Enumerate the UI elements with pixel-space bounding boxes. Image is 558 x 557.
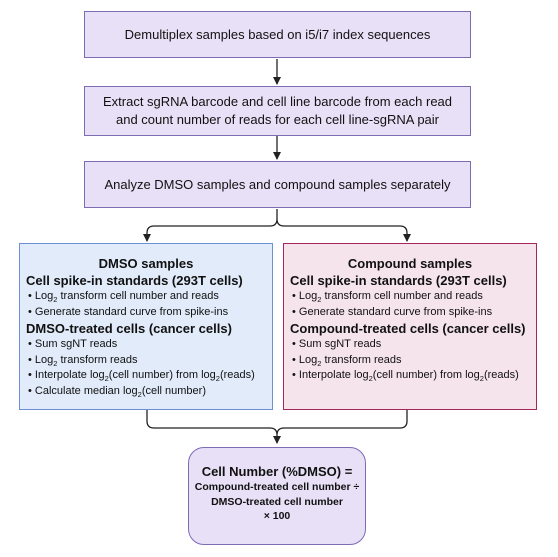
result-line-1: Compound-treated cell number ÷ bbox=[194, 481, 360, 493]
result-line-2: DMSO-treated cell number bbox=[211, 495, 343, 508]
subscript: 2 bbox=[53, 358, 58, 368]
bullet-item: • Log2 transform cell number and reads bbox=[290, 289, 530, 305]
compound-spike-in-list: • Log2 transform cell number and reads• … bbox=[290, 289, 530, 320]
bullet-item: • Interpolate log2(cell number) from log… bbox=[290, 368, 530, 384]
subscript: 2 bbox=[368, 374, 373, 384]
result-title: Cell Number (%DMSO) = bbox=[201, 464, 353, 479]
dmso-panel-title: DMSO samples bbox=[98, 256, 194, 271]
dmso-treated-heading: DMSO-treated cells (cancer cells) bbox=[26, 321, 232, 337]
bullet-text: (cell number) bbox=[141, 384, 206, 397]
dmso-spike-in-heading: Cell spike-in standards (293T cells) bbox=[26, 273, 243, 288]
subscript: 2 bbox=[53, 295, 58, 305]
step-demultiplex: Demultiplex samples based on i5/i7 index… bbox=[84, 11, 471, 58]
bullet-text: transform reads bbox=[321, 353, 402, 366]
step-extract-line1: Extract sgRNA barcode and cell line barc… bbox=[102, 94, 453, 109]
compound-samples-panel: Compound samples Cell spike-in standards… bbox=[283, 243, 537, 410]
dmso-samples-panel: DMSO samples Cell spike-in standards (29… bbox=[19, 243, 273, 410]
bullet-item: • Sum sgNT reads bbox=[290, 337, 530, 353]
bullet-text: (reads) bbox=[483, 369, 519, 382]
bullet-text: • Interpolate log bbox=[28, 369, 105, 382]
compound-panel-title: Compound samples bbox=[347, 256, 473, 271]
step-extract-barcodes: Extract sgRNA barcode and cell line barc… bbox=[84, 86, 471, 136]
bullet-text: transform reads bbox=[57, 353, 138, 366]
dmso-spike-in-list: • Log2 transform cell number and reads• … bbox=[26, 289, 266, 320]
bullet-text: • Sum sgNT reads bbox=[28, 338, 118, 351]
bullet-item: • Log2 transform cell number and reads bbox=[26, 289, 266, 305]
subscript: 2 bbox=[215, 374, 220, 384]
compound-spike-in-heading: Cell spike-in standards (293T cells) bbox=[290, 273, 507, 288]
bullet-text: (reads) bbox=[219, 369, 255, 382]
bullet-item: • Log2 transform reads bbox=[26, 353, 266, 369]
bullet-item: • Interpolate log2(cell number) from log… bbox=[26, 368, 266, 384]
bullet-text: • Log bbox=[292, 290, 318, 302]
bullet-text: • Sum sgNT reads bbox=[292, 338, 382, 351]
bullet-text: (cell number) from log bbox=[108, 369, 216, 382]
subscript: 2 bbox=[317, 358, 322, 368]
step-analyze-separately: Analyze DMSO samples and compound sample… bbox=[84, 161, 471, 208]
subscript: 2 bbox=[104, 374, 109, 384]
bullet-text: • Generate standard curve from spike-ins bbox=[28, 305, 229, 318]
merge-connector bbox=[146, 410, 408, 443]
compound-treated-list: • Sum sgNT reads• Log2 transform reads• … bbox=[290, 337, 530, 384]
bullet-text: transform cell number and reads bbox=[57, 290, 219, 302]
bullet-text: • Log bbox=[28, 290, 54, 302]
bullet-item: • Sum sgNT reads bbox=[26, 337, 266, 353]
cell-number-result-box: Cell Number (%DMSO) = Compound-treated c… bbox=[188, 447, 366, 545]
bullet-item: • Log2 transform reads bbox=[290, 353, 530, 369]
subscript: 2 bbox=[317, 295, 322, 305]
step-analyze-label: Analyze DMSO samples and compound sample… bbox=[104, 176, 451, 192]
split-connector bbox=[146, 209, 408, 239]
bullet-text: • Interpolate log bbox=[292, 369, 369, 382]
bullet-item: • Generate standard curve from spike-ins bbox=[26, 305, 266, 321]
bullet-text: (cell number) from log bbox=[372, 369, 480, 382]
bullet-text: • Log bbox=[292, 353, 318, 366]
result-line-3: × 100 bbox=[263, 510, 291, 522]
step-extract-line2: and count number of reads for each cell … bbox=[115, 112, 439, 127]
bullet-text: • Log bbox=[28, 353, 54, 366]
bullet-text: transform cell number and reads bbox=[321, 290, 483, 302]
subscript: 2 bbox=[479, 374, 484, 384]
bullet-text: • Generate standard curve from spike-ins bbox=[292, 305, 493, 318]
dmso-treated-list: • Sum sgNT reads• Log2 transform reads• … bbox=[26, 337, 266, 399]
subscript: 2 bbox=[137, 390, 142, 400]
compound-treated-heading: Compound-treated cells (cancer cells) bbox=[290, 321, 526, 337]
bullet-text: • Calculate median log bbox=[28, 384, 138, 397]
step-demultiplex-label: Demultiplex samples based on i5/i7 index… bbox=[124, 26, 431, 42]
bullet-item: • Calculate median log2(cell number) bbox=[26, 384, 266, 400]
bullet-item: • Generate standard curve from spike-ins bbox=[290, 305, 530, 321]
